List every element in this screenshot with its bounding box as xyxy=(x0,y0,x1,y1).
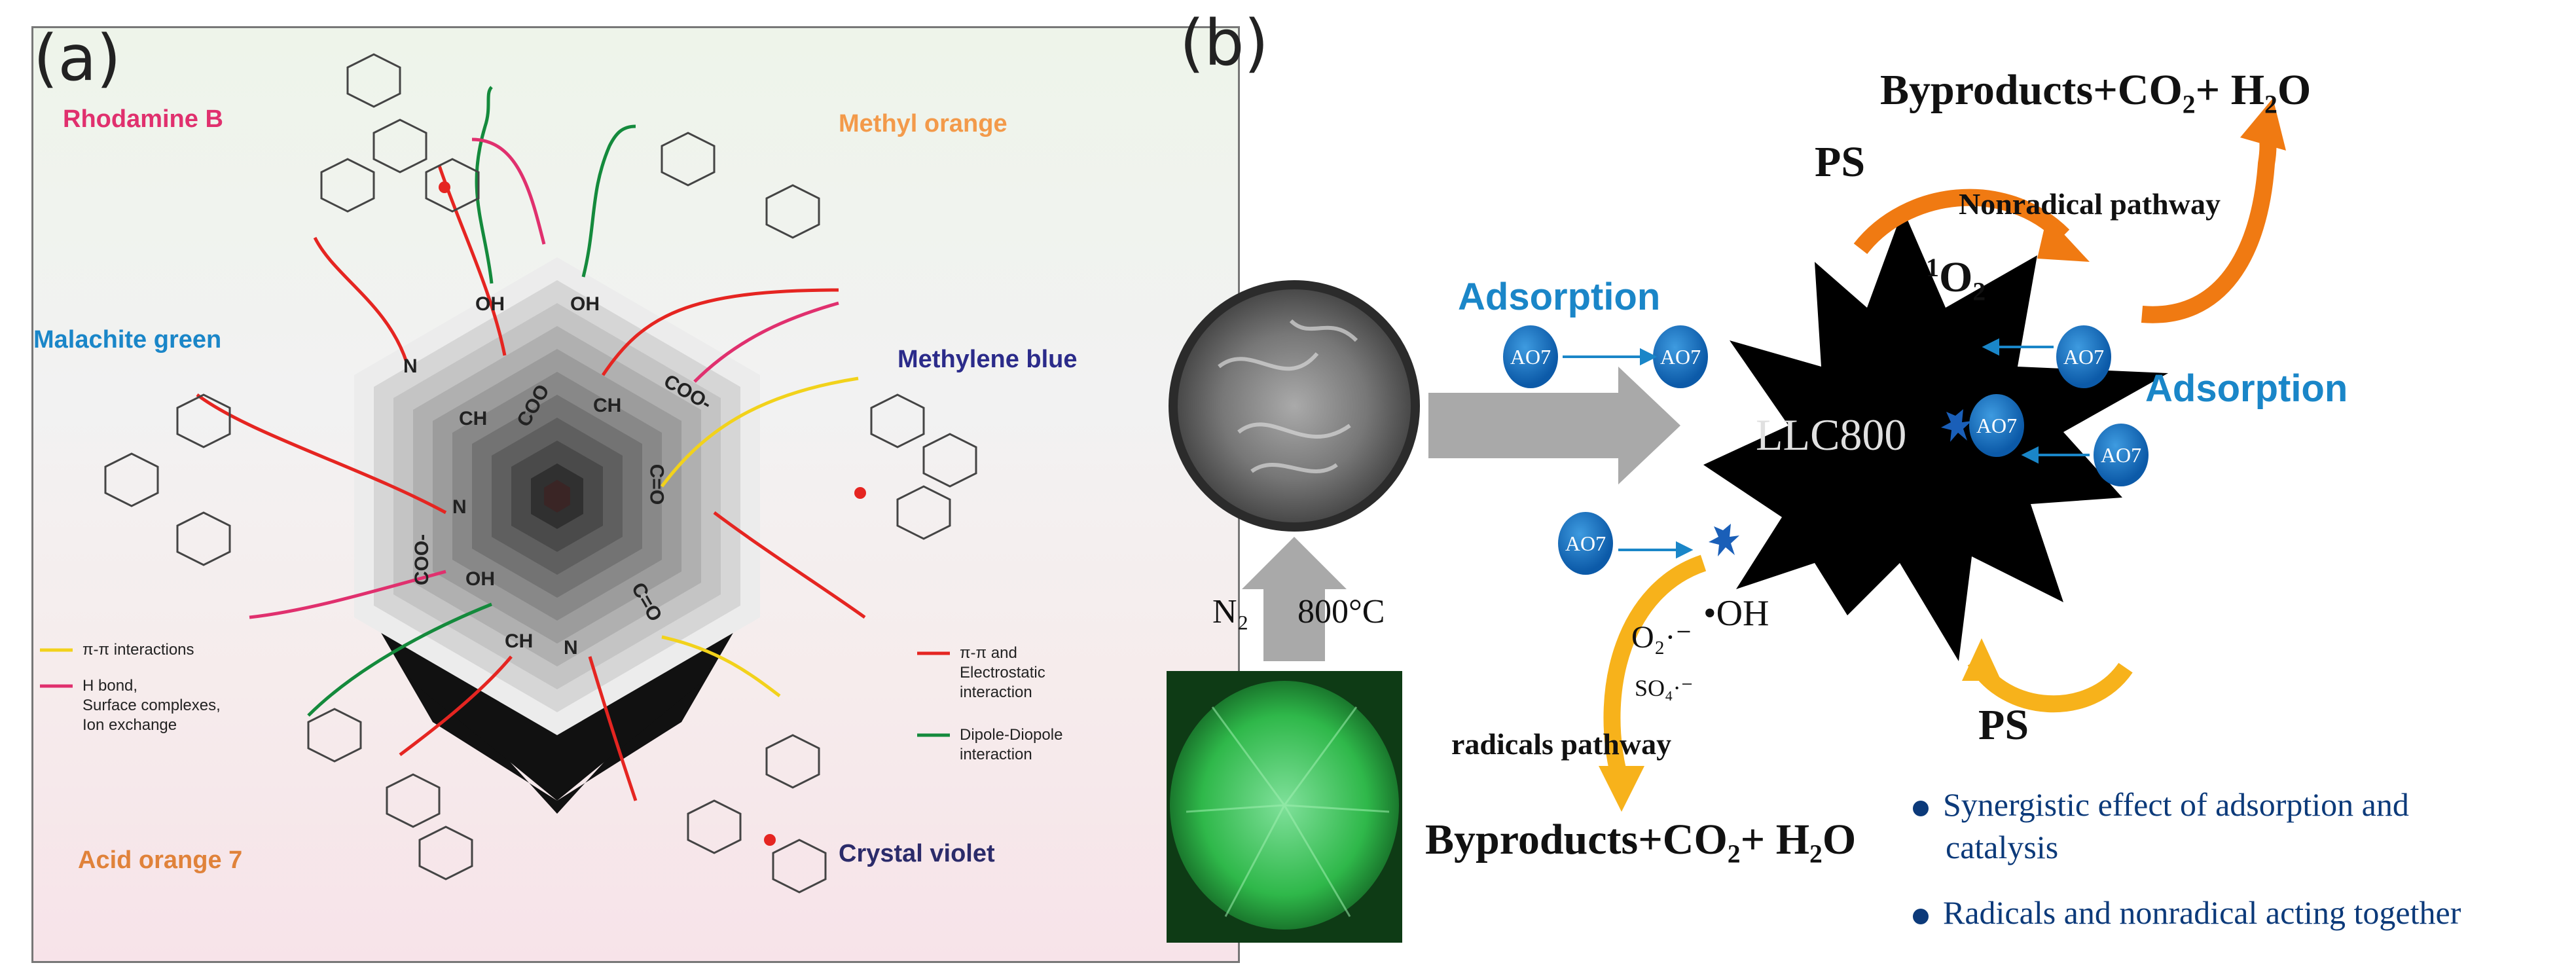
ps-bottom: PS xyxy=(1978,701,2029,749)
hexagon-shadow xyxy=(367,604,747,801)
label-malachite-green: Malachite green xyxy=(33,326,222,354)
arrow-leaf-to-sem xyxy=(1242,537,1347,661)
bullet-synergistic: Synergistic effect of adsorption and xyxy=(1913,786,2409,824)
group-co-1: C=O xyxy=(645,463,668,505)
superoxide-radical: O₂·⁻ xyxy=(1631,620,1692,655)
panel-b: AO7 AO7 AO7 AO7 AO7 AO7 (b) Byproducts+C… xyxy=(1160,0,2576,980)
label-rhodamine-b: Rhodamine B xyxy=(63,105,223,133)
group-oh-1: OH xyxy=(475,293,505,315)
ao7-label-5: AO7 xyxy=(2101,443,2141,467)
ao7-label-2: AO7 xyxy=(1660,345,1701,369)
bullet-radicals: Radicals and nonradical acting together xyxy=(1913,894,2461,932)
group-n-3: N xyxy=(564,637,578,659)
panel-b-graphic: AO7 AO7 AO7 AO7 AO7 AO7 xyxy=(1167,98,2286,943)
yellow-arrow-radicals xyxy=(1603,554,1707,774)
label-methylene-blue: Methylene blue xyxy=(898,346,1078,373)
bullet-dot-1 xyxy=(1913,800,1929,816)
ao7-label-4: AO7 xyxy=(1976,414,2017,437)
adsorption-left: Adsorption xyxy=(1458,276,1661,318)
ao7-label-6: AO7 xyxy=(1565,532,1606,555)
byproducts-top: Byproducts+CO₂+ H₂O xyxy=(1880,66,2312,114)
temperature-label: 800°C xyxy=(1297,593,1385,630)
nonradical-pathway: Nonradical pathway xyxy=(1959,187,2221,221)
group-n-2: N xyxy=(452,496,467,518)
panel-a: (a) Rhodamine B Methyl orange Malachite … xyxy=(31,26,1240,963)
radicals-pathway: radicals pathway xyxy=(1451,727,1672,761)
group-oh-3: OH xyxy=(465,568,495,590)
panel-a-graphic xyxy=(40,53,977,894)
group-ch-3: CH xyxy=(505,630,534,652)
singlet-oxygen: 1O₂ xyxy=(1926,253,1986,301)
legend-pi-pi: π-π interactions xyxy=(82,641,194,659)
group-oh-2: OH xyxy=(570,293,600,315)
legend-h-bond: H bond, Surface complexes, Ion exchange xyxy=(82,677,221,734)
ao7-molecules: AO7 AO7 AO7 AO7 AO7 AO7 xyxy=(1503,325,2149,575)
ao7-label-1: AO7 xyxy=(1510,345,1551,369)
sem-image xyxy=(1169,280,1420,532)
ao7-label-3: AO7 xyxy=(2063,345,2104,369)
panel-a-label: (a) xyxy=(33,26,121,95)
group-n-1: N xyxy=(403,355,418,377)
hydroxyl-radical: •OH xyxy=(1703,593,1769,634)
label-acid-orange-7: Acid orange 7 xyxy=(78,846,243,874)
catalyst-star xyxy=(1703,209,2168,661)
catalyst-label: LLC800 xyxy=(1756,410,1907,460)
group-ch-2: CH xyxy=(593,395,622,416)
group-coo-3: COO- xyxy=(411,534,433,586)
yellow-arrow-ps xyxy=(1967,657,2133,713)
legend-pi-electrostatic: π-π and Electrostatic interaction xyxy=(960,644,1045,701)
hexagon-base xyxy=(361,598,753,814)
label-methyl-orange: Methyl orange xyxy=(839,110,1007,137)
group-ch-1: CH xyxy=(459,408,488,429)
legend-dipole: Dipole-Diopole interaction xyxy=(960,726,1063,763)
arrow-sem-to-catalyst xyxy=(1428,367,1680,484)
nitrogen-label: N₂ xyxy=(1212,593,1249,630)
adsorption-right: Adsorption xyxy=(2145,367,2348,410)
bullet-dot-2 xyxy=(1913,908,1929,924)
sulfate-radical: SO₄·⁻ xyxy=(1635,675,1694,701)
panel-b-label: (b) xyxy=(1180,7,1269,80)
byproducts-bottom: Byproducts+CO₂+ H₂O xyxy=(1425,816,1857,863)
ps-top: PS xyxy=(1815,138,1866,186)
orange-arrow-ps xyxy=(1853,189,2070,255)
label-crystal-violet: Crystal violet xyxy=(839,840,995,867)
bullet-synergistic-cont: catalysis xyxy=(1946,829,2059,865)
